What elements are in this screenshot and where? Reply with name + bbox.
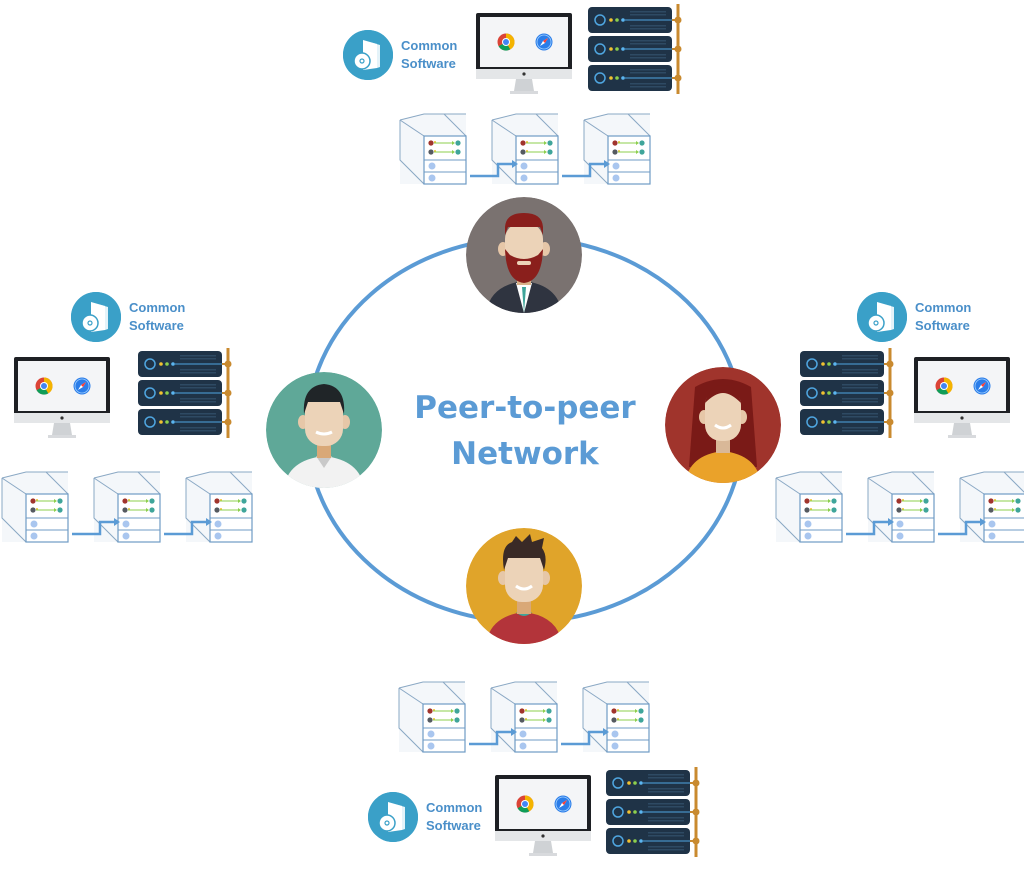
software-label: Common Software <box>401 38 458 71</box>
software-disc-icon <box>368 792 418 842</box>
young-man-icon <box>466 528 582 644</box>
peer-avatar-top <box>466 197 582 313</box>
monitor-icon <box>14 357 110 439</box>
peer-avatar-left <box>266 372 382 488</box>
monitor-icon <box>476 13 572 95</box>
server-rack-icon <box>138 348 234 438</box>
peer-avatar-bottom <box>466 528 582 644</box>
monitor-icon <box>495 775 591 857</box>
blockchain-icon <box>398 108 658 188</box>
blockchain-icon <box>0 466 260 546</box>
blockchain-icon <box>774 466 1024 546</box>
software-disc-icon <box>71 292 121 342</box>
software-disc-icon <box>857 292 907 342</box>
blockchain-icon <box>397 676 657 756</box>
title-line-2: Network <box>451 436 599 472</box>
diagram-title: Peer-to-peer Network <box>380 385 670 477</box>
monitor-icon <box>914 357 1010 439</box>
man-white-shirt-icon <box>266 372 382 488</box>
software-label: Common Software <box>129 300 186 333</box>
peer-avatar-right <box>665 367 781 483</box>
server-rack-icon <box>606 767 702 857</box>
server-rack-icon <box>800 348 896 438</box>
software-disc-icon <box>343 30 393 80</box>
woman-long-hair-icon <box>665 367 781 483</box>
software-label: Common Software <box>426 800 483 833</box>
title-line-1: Peer-to-peer <box>414 390 636 426</box>
software-label: Common Software <box>915 300 972 333</box>
bearded-man-icon <box>466 197 582 313</box>
server-rack-icon <box>588 4 684 94</box>
